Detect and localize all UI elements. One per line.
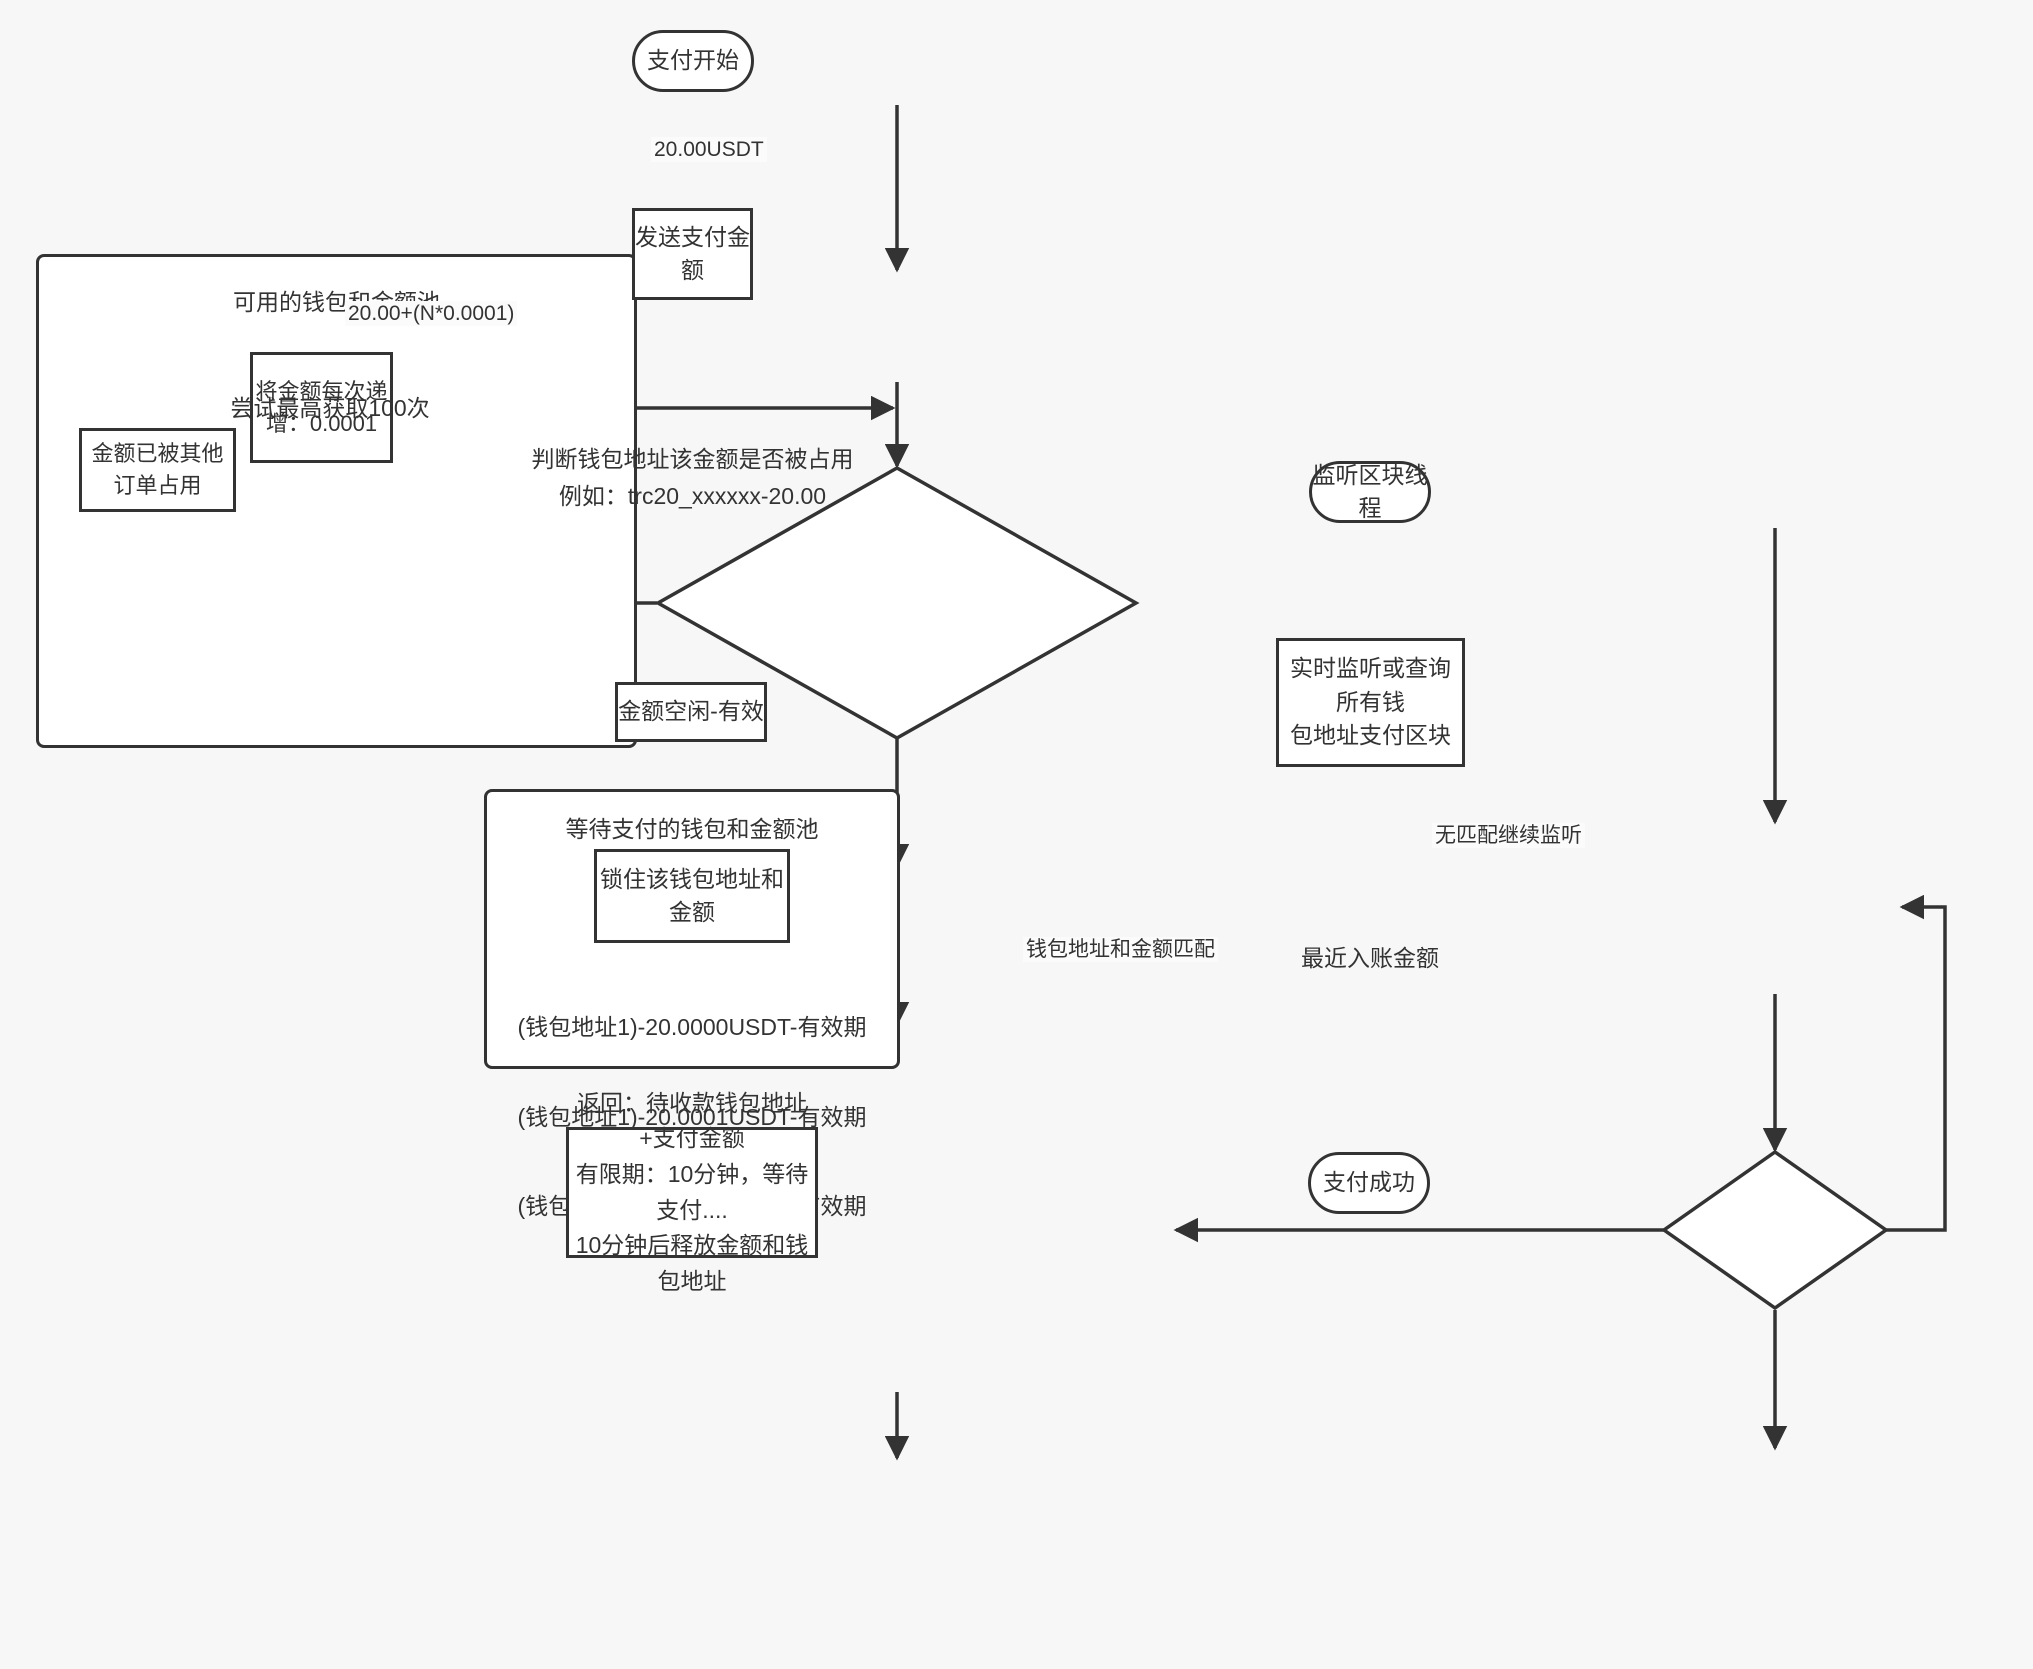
edge-label-match-found: 钱包地址和金额匹配	[1023, 937, 1218, 963]
edge-label-no-match: 无匹配继续监听	[1432, 823, 1585, 849]
node-pay-success[interactable]: 支付成功	[1308, 1152, 1430, 1214]
node-return-info[interactable]: 返回：待收款钱包地址+支付金额 有限期：10分钟，等待支付.... 10分钟后释…	[566, 1090, 818, 1294]
node-lock-wallet[interactable]: 锁住该钱包地址和金额	[594, 849, 790, 943]
edge-nomatch-loop	[1884, 894, 1947, 1232]
available-pool-title: 可用的钱包和金额池	[233, 289, 440, 315]
pool-entry: (钱包地址1)-20.0001USDT-有效期	[517, 1103, 867, 1130]
node-listen-blocks[interactable]: 实时监听或查询所有钱 包地址支付区块	[1276, 638, 1465, 767]
decision-recent-shape	[1660, 1149, 1890, 1311]
node-occupied-by-other[interactable]: 金额已被其他 订单占用	[79, 428, 236, 512]
node-listen-thread[interactable]: 监听区块线程	[1309, 461, 1431, 523]
edge-label-start-to-send: 20.00USDT	[651, 137, 767, 163]
pool-entry: (钱包地址1)-20.0000USDT-有效期	[517, 1013, 867, 1040]
node-send-amount[interactable]: 发送支付金额	[632, 208, 753, 300]
edge-label-increment-out: 20.00+(N*0.0001)	[345, 301, 518, 327]
retry-note: 尝试最高获取100次	[230, 395, 430, 421]
node-increment[interactable]: 将金额每次递 增：0.0001	[250, 352, 393, 463]
node-decision-recent-label: 最近入账金额	[1301, 945, 1439, 971]
node-amount-free[interactable]: 金额空闲-有效	[615, 682, 767, 742]
node-decision-occupied-label: 判断钱包地址该金额是否被占用 例如：trc20_xxxxxx-20.00	[531, 446, 854, 509]
node-start[interactable]: 支付开始	[632, 30, 754, 92]
waiting-pool-title: 等待支付的钱包和金额池	[565, 816, 819, 842]
